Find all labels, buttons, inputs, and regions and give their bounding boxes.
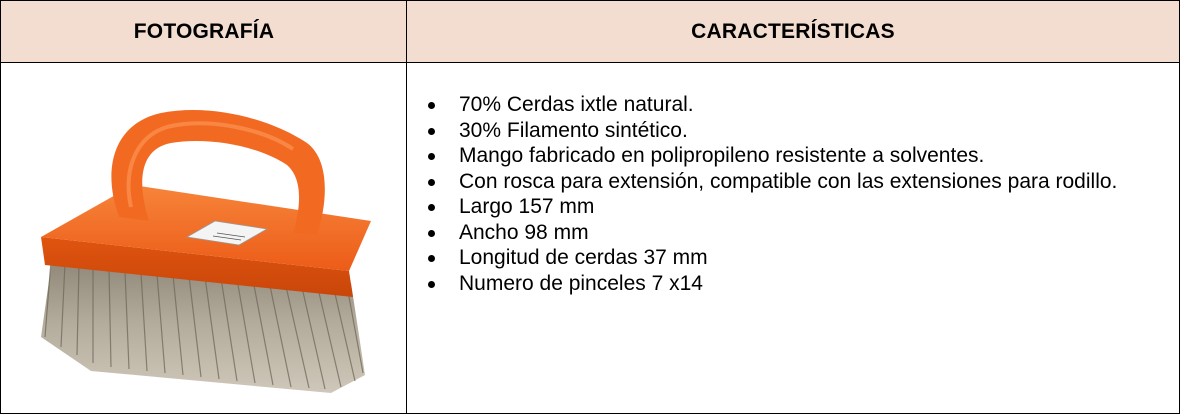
bullet-icon [428,178,435,186]
list-item: Ancho 98 mm [419,220,1179,246]
list-item: Con rosca para extensión, compatible con… [419,169,1179,195]
scrub-brush-icon [41,109,371,393]
list-item: 30% Filamento sintético. [419,118,1179,144]
bullet-icon [428,127,435,135]
bullet-icon [428,229,435,237]
bullet-icon [428,255,435,262]
header-features-label: CARACTERÍSTICAS [691,20,895,43]
feature-list: 70% Cerdas ixtle natural. 30% Filamento … [419,92,1179,296]
list-item: Longitud de cerdas 37 mm [419,245,1179,271]
bullet-icon [428,280,435,288]
list-item: Largo 157 mm [419,194,1179,220]
features-cell: 70% Cerdas ixtle natural. 30% Filamento … [406,62,1180,414]
photo-cell [0,62,408,414]
header-photo-label: FOTOGRAFÍA [133,20,275,43]
list-item: 70% Cerdas ixtle natural. [419,92,1179,118]
bullet-icon [428,153,435,160]
header-photo: FOTOGRAFÍA [0,0,408,64]
bullet-icon [428,204,435,211]
list-item: Numero de pinceles 7 x14 [419,271,1179,297]
list-item: Mango fabricado en polipropileno resiste… [419,143,1179,169]
bullet-icon [428,102,435,109]
header-features: CARACTERÍSTICAS [406,0,1180,64]
